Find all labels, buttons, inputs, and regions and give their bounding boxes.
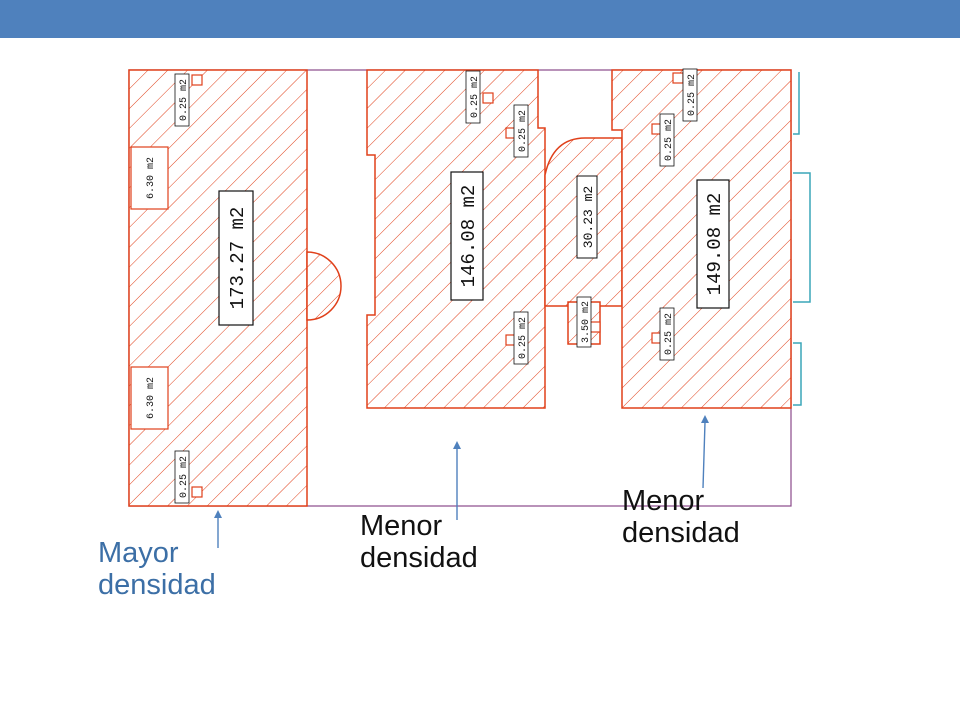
pillar-label-2: 0.25 m2 [179,456,190,498]
arrows [214,415,709,548]
area-box-small [576,175,598,259]
column-left-top [130,146,169,210]
windows [793,72,811,406]
area-box-right [696,179,730,309]
label-menor-middle-line2: densidad [360,541,478,574]
label-menor-right-line2: densidad [622,516,740,549]
pillar-label-3: 0.25 m2 [470,76,481,118]
pillar-label-8: 0.25 m2 [664,313,675,355]
area-box-left [218,190,254,326]
area-label-column-top: 6.30 m2 [146,157,157,199]
area-label-middle: 146.08 m2 [458,185,480,288]
area-label-column-bottom: 6.30 m2 [146,377,157,419]
pillar-label-4: 0.25 m2 [518,110,529,152]
pillar-label-7: 0.25 m2 [664,119,675,161]
label-menor-right-line1: Menor [622,485,705,517]
label-menor-middle-line1: Menor [360,510,443,542]
pillar-label-6: 0.25 m2 [687,74,698,116]
pillar-label-5: 0.25 m2 [518,317,529,359]
column-left-bottom [130,366,169,430]
area-label-small: 30.23 m2 [581,186,596,248]
title-band [0,0,960,38]
pillar-label-1: 0.25 m2 [179,79,190,121]
area-label-shaft: 3.50 m2 [581,301,592,343]
label-mayor-line2: densidad [98,568,216,601]
area-label-right: 149.08 m2 [704,193,726,296]
label-mayor-line1: Mayor [98,537,179,569]
label-mayor-densidad: Mayor densidad [98,537,216,602]
label-menor-densidad-right: Menor densidad [622,485,740,550]
area-box-middle [450,171,484,301]
label-menor-densidad-middle: Menor densidad [360,510,478,575]
area-label-left: 173.27 m2 [227,207,249,310]
room-left [128,69,342,507]
